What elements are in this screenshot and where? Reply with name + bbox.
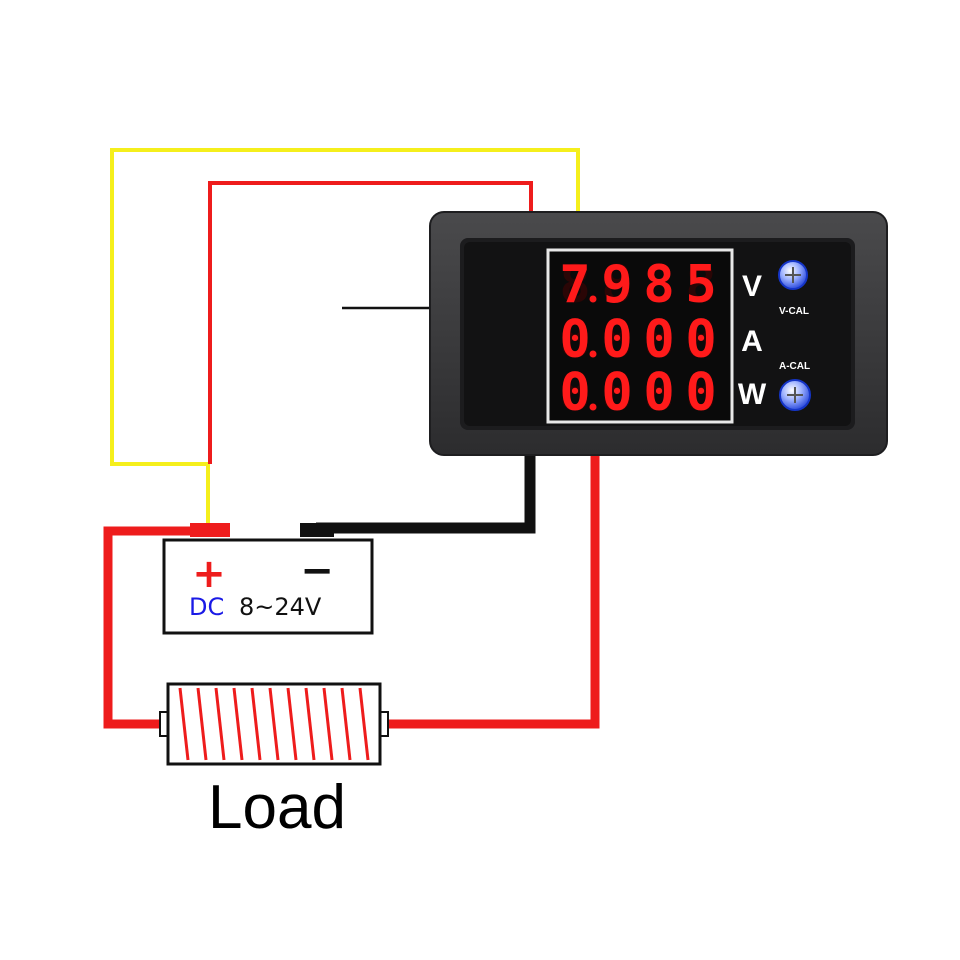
digit-ghost: 8	[559, 255, 590, 315]
digit-ghost: 8	[685, 310, 716, 370]
coil-stripe	[178, 687, 190, 761]
v-cal-label: V-CAL	[779, 306, 809, 317]
yellow-wire	[110, 148, 580, 528]
coil-stripe	[358, 687, 370, 761]
battery-plus-sign: +	[192, 551, 226, 597]
digit-ghost: 8	[559, 310, 590, 370]
display-digit: 0	[601, 310, 632, 370]
display-window	[546, 248, 734, 424]
display-digit: 0	[685, 310, 716, 370]
unit-layer: VAW	[738, 270, 767, 411]
red-sense-wire	[208, 181, 533, 464]
unit-label: A	[741, 325, 763, 358]
coil-stripe	[232, 687, 244, 761]
digit-ghost: 8	[643, 310, 674, 370]
wires	[103, 148, 600, 729]
decimal-point	[589, 350, 597, 358]
display-digit: 0	[685, 363, 716, 423]
display-digit: 5	[685, 255, 716, 315]
display-digit: 7	[559, 255, 590, 315]
battery-minus-terminal	[300, 523, 334, 537]
display-digit: 0	[559, 363, 590, 423]
digit-ghost: 8	[643, 363, 674, 423]
display-digit: 0	[643, 310, 674, 370]
digit-ghost: 8	[643, 255, 674, 315]
unit-label: V	[742, 270, 762, 303]
display-digit: 0	[601, 363, 632, 423]
display-digit: 8	[643, 255, 674, 315]
coil-stripe	[340, 687, 352, 761]
digit-ghost: 8	[685, 255, 716, 315]
digit-ghost: 8	[601, 363, 632, 423]
battery-plus-terminal	[190, 523, 230, 537]
load-coil	[178, 687, 370, 761]
a-cal-label: A-CAL	[779, 361, 810, 372]
unit-label: W	[738, 378, 767, 411]
display-digit: 0	[643, 363, 674, 423]
coil-stripe	[268, 687, 280, 761]
load-resistor: Load	[159, 682, 389, 842]
dc-supply: + − DC 8~24V	[162, 523, 374, 635]
a-cal-potentiometer[interactable]	[779, 379, 811, 411]
load-label: Load	[208, 773, 346, 842]
battery-minus-sign: −	[300, 548, 334, 594]
digit-ghost: 8	[685, 363, 716, 423]
battery-body	[162, 538, 374, 635]
digit-ghost: 8	[559, 363, 590, 423]
red-load-return-wire	[383, 455, 600, 729]
decimal-point	[589, 295, 597, 303]
digit-ghost: 8	[601, 310, 632, 370]
dc-label: DC	[189, 593, 224, 621]
coil-stripe	[196, 687, 208, 761]
black-negative-wire	[316, 455, 536, 534]
display-digit: 9	[601, 255, 632, 315]
coil-stripe	[250, 687, 262, 761]
voltage-label: 8~24V	[239, 593, 322, 621]
coil-stripe	[304, 687, 316, 761]
digit-ghost: 8	[601, 255, 632, 315]
coil-stripe	[214, 687, 226, 761]
decimal-point	[589, 403, 597, 411]
v-cal-potentiometer[interactable]	[778, 260, 808, 290]
red-supply-wire	[103, 526, 214, 729]
coil-stripe	[286, 687, 298, 761]
coil-stripe	[322, 687, 334, 761]
display-digit: 0	[559, 310, 590, 370]
